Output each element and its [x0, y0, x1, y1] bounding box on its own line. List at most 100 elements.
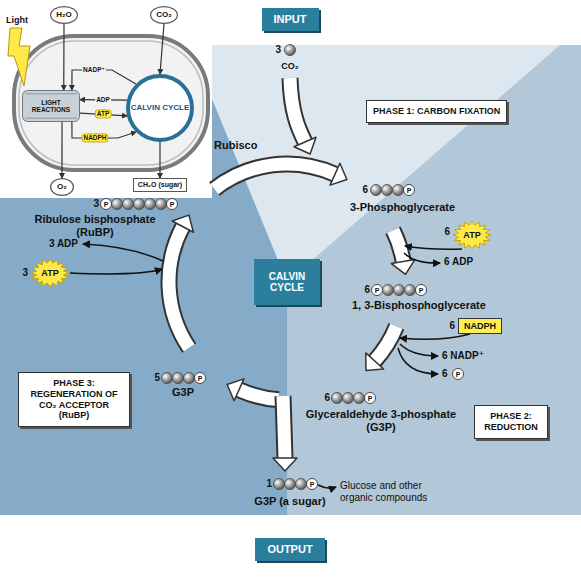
- phosphate-circle: [195, 373, 206, 384]
- arrow-head: [366, 353, 384, 371]
- atp-star: ATP: [30, 258, 70, 288]
- count-label: 1: [266, 478, 272, 490]
- compound-label: Ribulose bisphosphate (RuBP): [20, 213, 170, 239]
- arrow-head: [391, 259, 415, 274]
- carrier-label: NADPH: [81, 133, 108, 142]
- carbon-atom: [184, 373, 195, 384]
- carbon-atom: [371, 185, 382, 196]
- phosphate-circle: [453, 369, 464, 380]
- sugar-box: CH₂O (sugar): [133, 178, 187, 192]
- node-text: ATP: [41, 268, 58, 278]
- node-text: H₂O: [56, 10, 72, 19]
- reaction-arrow: [318, 485, 336, 488]
- arrow-band: [375, 326, 397, 361]
- carbon-atom: [405, 285, 416, 296]
- phosphate-symbol: P: [419, 287, 424, 294]
- arrow-band: [239, 390, 279, 400]
- arrow-band: [169, 227, 189, 348]
- reaction-connector: [61, 122, 62, 178]
- reaction-connector: [160, 24, 164, 74]
- water-node: H₂O: [50, 6, 78, 24]
- compound-label: G3P: [172, 386, 194, 399]
- node-shape: [151, 7, 178, 24]
- node-shape: [128, 76, 192, 140]
- compound-label: CO₂: [281, 61, 299, 72]
- phase-label: PHASE 3: REGENERATION OF CO₂ ACCEPTOR (R…: [18, 372, 130, 427]
- phosphate-circle: [372, 285, 383, 296]
- inset-ground: [0, 0, 212, 198]
- thylakoid-stack: [23, 91, 80, 122]
- carbon-atom: [393, 185, 404, 196]
- phosphate-circle: [307, 479, 318, 490]
- reaction-arrow: [400, 344, 438, 356]
- arrow-head: [273, 458, 297, 471]
- phosphate-circle: [416, 285, 427, 296]
- reaction-arrow: [404, 253, 440, 263]
- phosphate-symbol: P: [170, 201, 175, 208]
- arrow-band: [393, 230, 403, 261]
- node-text: OUTPUT: [267, 543, 312, 556]
- compound-label: Glucose and other organic compounds: [340, 480, 435, 504]
- chloroplast-inner-membrane: [19, 41, 203, 165]
- node-shape: [51, 179, 74, 196]
- compound-label: 1, 3-Bisphosphoglycerate: [352, 299, 486, 312]
- node-text: INPUT: [274, 13, 307, 26]
- phase-label: PHASE 2: REDUCTION: [474, 405, 548, 439]
- phosphate-symbol: P: [104, 201, 109, 208]
- phase-label: PHASE 1: CARBON FIXATION: [366, 100, 507, 123]
- count-label: 6: [449, 320, 455, 332]
- arrow-band-outline: [214, 164, 335, 189]
- phase-1-region: [190, 45, 560, 282]
- starburst: [31, 259, 69, 287]
- compound-label: 3-Phosphoglycerate: [350, 201, 455, 214]
- count-label: 6 NADP⁺: [442, 350, 484, 362]
- arrow-band-outline: [290, 78, 305, 142]
- arrow-head: [172, 215, 193, 232]
- count-label: 3: [275, 44, 281, 56]
- carbon-atom: [274, 479, 285, 490]
- arrow-head: [330, 163, 347, 185]
- count-label: 6: [324, 392, 330, 404]
- count-label: 6: [442, 368, 448, 380]
- lightning-bolt: [8, 28, 30, 86]
- count-label: 6: [364, 284, 370, 296]
- node-shape: [51, 7, 78, 24]
- reaction-connector: [159, 142, 160, 178]
- carbon-atom: [112, 199, 123, 210]
- arrow-band: [283, 396, 285, 458]
- input-box: INPUT: [262, 8, 319, 31]
- carbon-atom: [173, 373, 184, 384]
- phosphate-circle: [101, 199, 112, 210]
- arrow-band: [214, 164, 335, 189]
- phosphate-circle: [167, 199, 178, 210]
- node-text: PHASE 1: CARBON FIXATION: [373, 106, 500, 117]
- phosphate-symbol: P: [310, 481, 315, 488]
- count-label: 6 ADP: [444, 256, 473, 268]
- node-text: PHASE 2: REDUCTION: [481, 411, 541, 433]
- calvin-cycle-circle: CALVIN CYCLE: [126, 74, 194, 142]
- carbon-atom: [343, 393, 354, 404]
- arrow-head: [294, 137, 316, 154]
- thylakoid-line: [25, 93, 77, 94]
- node-text: O₂: [57, 182, 67, 191]
- carbon-atom: [123, 199, 134, 210]
- carbon-atom: [145, 199, 156, 210]
- arrow-band: [290, 78, 305, 142]
- phosphate-symbol: P: [407, 187, 412, 194]
- carbon-atom: [382, 185, 393, 196]
- compound-label: Rubisco: [214, 139, 257, 152]
- reaction-arrow: [405, 246, 462, 249]
- count-label: 3: [22, 267, 28, 279]
- node-text: CALVIN CYCLE: [131, 103, 190, 112]
- count-label: 5: [154, 372, 160, 384]
- chloroplast-outline: [14, 36, 208, 170]
- node-text: PHASE 3: REGENERATION OF CO₂ ACCEPTOR (R…: [25, 378, 123, 421]
- nadph-box: NADPH: [458, 318, 502, 334]
- reaction-connector: [63, 24, 64, 90]
- carbon-atom: [383, 285, 394, 296]
- carbon-atom: [134, 199, 145, 210]
- phosphate-circle: [365, 393, 376, 404]
